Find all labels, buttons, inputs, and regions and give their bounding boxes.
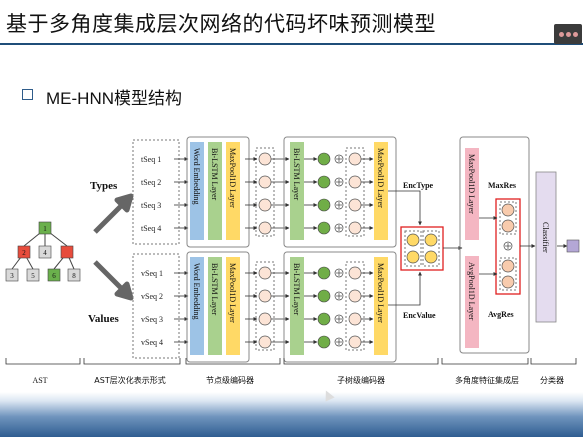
classifier-block <box>535 171 557 323</box>
maxpool-label: MaxPool1D Layer <box>228 148 237 208</box>
word-embedding-bottom <box>190 257 204 355</box>
word-embedding-label: Word Embedding <box>192 263 201 319</box>
section-label-ast: AST <box>32 376 47 385</box>
section-label-classifier: 分类器 <box>540 375 564 385</box>
section-label-multi-angle: 多角度特征集成层 <box>455 375 519 385</box>
subtree-encoder-bottom-frame <box>283 251 397 363</box>
arrow-to-values-icon <box>93 260 134 301</box>
output-node <box>566 239 580 253</box>
values-label: Values <box>88 313 119 325</box>
types-label: Types <box>90 180 118 192</box>
ast-node-label: 5 <box>31 272 35 280</box>
title-divider <box>0 43 583 45</box>
subtree-maxpool-bottom <box>374 257 388 355</box>
word-embedding-top <box>190 142 204 240</box>
maxpool-label: MaxPool1D Layer <box>228 263 237 323</box>
ast-node-label: 3 <box>10 272 14 280</box>
ast-node <box>5 268 19 282</box>
classifier-label: Classifier <box>541 222 550 253</box>
subtree-bilstm-top <box>290 142 304 240</box>
ast-node-label: 6 <box>52 272 56 280</box>
maxpool-top <box>226 142 240 240</box>
bilstm-label: Bi-LSTM Layer <box>292 148 301 201</box>
ast-tree: 1 2 4 3 5 6 8 <box>5 221 81 282</box>
ast-node <box>38 221 52 235</box>
section-label-ast-hierarchy: AST层次化表示形式 <box>94 375 165 385</box>
value-seq-box <box>132 253 180 359</box>
ast-node <box>38 245 52 259</box>
enctype-label: EncType <box>403 181 434 190</box>
multi-angle-frame <box>459 136 530 354</box>
encoding-concat-box <box>400 226 444 271</box>
maxpool-label: MaxPool1D Layer <box>467 154 476 214</box>
section-label-subtree-encoder: 子树级编码器 <box>337 375 385 385</box>
section-brackets <box>5 358 577 365</box>
bilstm-bottom <box>208 257 222 355</box>
ast-node <box>26 268 40 282</box>
result-concat-box <box>495 198 521 295</box>
value-seq: vSeq 2 <box>141 292 163 301</box>
word-embedding-label: Word Embedding <box>192 148 201 204</box>
maxres-label: MaxRes <box>488 181 516 190</box>
footer-gradient-band <box>0 392 583 437</box>
video-thumbnail[interactable] <box>554 24 582 44</box>
subtree-features-top <box>345 147 365 237</box>
arrow-to-types-icon <box>93 193 134 234</box>
ast-node-label: 1 <box>43 225 47 233</box>
ast-node <box>67 268 81 282</box>
avgpool-integration <box>465 256 479 348</box>
subtree-bilstm-bottom <box>290 257 304 355</box>
subtree-encoder-top-frame <box>283 136 397 248</box>
ast-node <box>60 245 74 259</box>
type-seq: tSeq 4 <box>141 224 161 233</box>
slide-subtitle: ME-HNN模型结构 <box>46 89 182 108</box>
value-seq: vSeq 1 <box>141 269 163 278</box>
type-seq: tSeq 3 <box>141 201 161 210</box>
avgpool-label: AvgPool1D Layer <box>467 262 476 321</box>
slide-title: 基于多角度集成层次网络的代码坏味预测模型 <box>6 12 436 36</box>
bilstm-label: Bi-LSTM Layer <box>210 263 219 316</box>
bilstm-top <box>208 142 222 240</box>
type-seq: tSeq 1 <box>141 155 161 164</box>
node-encoder-top-frame <box>186 136 250 248</box>
maxpool-label: MaxPool1D Layer <box>376 148 385 208</box>
avgres-label: AvgRes <box>488 310 514 319</box>
value-seq: vSeq 3 <box>141 315 163 324</box>
ast-node <box>17 245 31 259</box>
bilstm-label: Bi-LSTM Layer <box>210 148 219 201</box>
maxpool-bottom <box>226 257 240 355</box>
ast-node <box>47 268 61 282</box>
type-seq: tSeq 2 <box>141 178 161 187</box>
node-features-top <box>255 147 275 237</box>
bilstm-label: Bi-LSTM Layer <box>292 263 301 316</box>
maxpool-integration <box>465 148 479 240</box>
subtree-maxpool-top <box>374 142 388 240</box>
type-seq-box <box>132 139 180 245</box>
maxpool-label: MaxPool1D Layer <box>376 263 385 323</box>
bullet-square-icon <box>22 89 33 100</box>
node-features-bottom <box>255 261 275 351</box>
ast-node-label: 4 <box>43 249 47 257</box>
section-label-node-encoder: 节点级编码器 <box>206 375 254 385</box>
subtree-features-bottom <box>345 261 365 351</box>
ast-node-label: 2 <box>22 249 26 257</box>
encvalue-label: EncValue <box>403 311 436 320</box>
value-seq: vSeq 4 <box>141 338 163 347</box>
ast-node-label: 8 <box>72 272 76 280</box>
node-encoder-bottom-frame <box>186 251 250 363</box>
